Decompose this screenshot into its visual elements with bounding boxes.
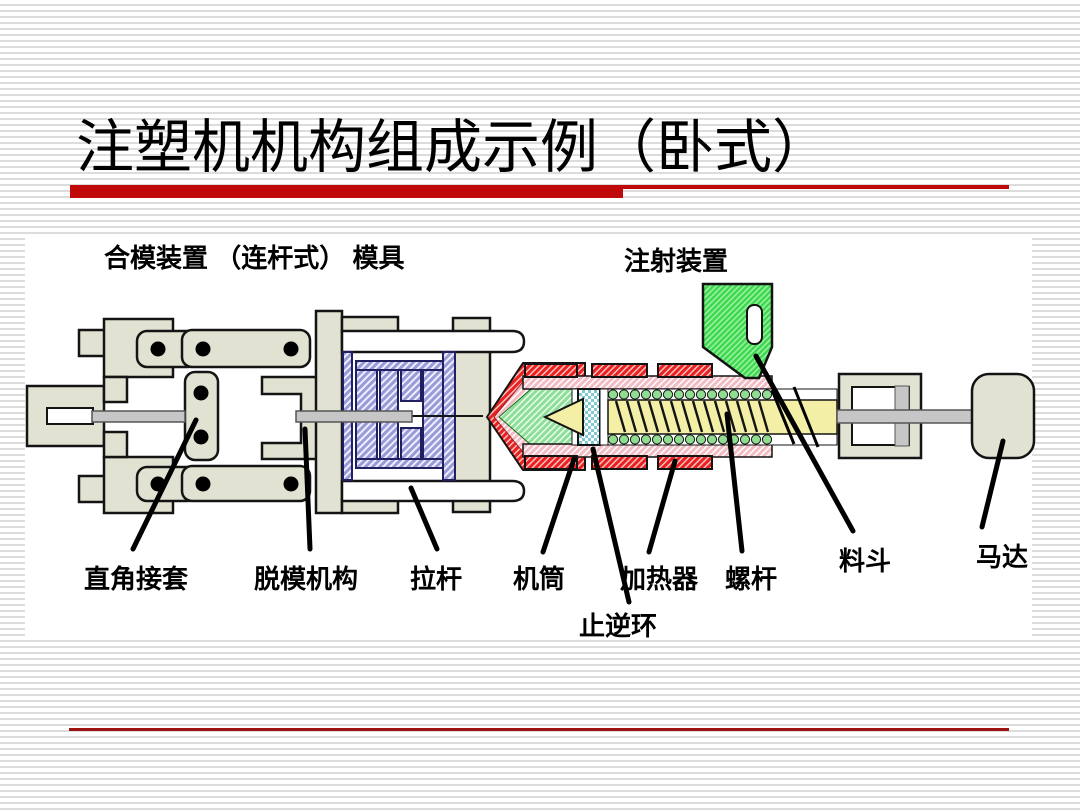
label-motor: 马达 bbox=[975, 542, 1029, 572]
label-check-ring: 止逆环 bbox=[578, 611, 658, 641]
label-right-angle-coupling: 直角接套 bbox=[83, 564, 189, 594]
label-heater: 加热器 bbox=[619, 564, 699, 594]
label-clamping-unit: 合模装置 （连杆式） 模具 bbox=[104, 243, 405, 273]
rod-shapes bbox=[91, 410, 413, 423]
leader-lines bbox=[130, 353, 1006, 605]
label-ejector-mechanism: 脱模机构 bbox=[253, 564, 359, 594]
label-tie-bar: 拉杆 bbox=[409, 564, 463, 594]
label-injection-unit: 注射装置 bbox=[624, 246, 729, 276]
heater-shapes bbox=[524, 363, 713, 470]
title-underline-bar bbox=[70, 185, 623, 198]
title-underline-line bbox=[623, 185, 1009, 189]
label-screw: 螺杆 bbox=[724, 564, 778, 594]
drive-shaft-shape bbox=[836, 409, 975, 424]
slide-title: 注塑机机构组成示例（卧式） bbox=[76, 115, 831, 180]
motor-shape bbox=[970, 372, 1036, 460]
tie-bar-shape bbox=[340, 329, 526, 503]
label-hopper: 料斗 bbox=[838, 546, 892, 576]
footer-divider-line bbox=[69, 728, 1009, 731]
label-barrel: 机筒 bbox=[512, 564, 566, 594]
